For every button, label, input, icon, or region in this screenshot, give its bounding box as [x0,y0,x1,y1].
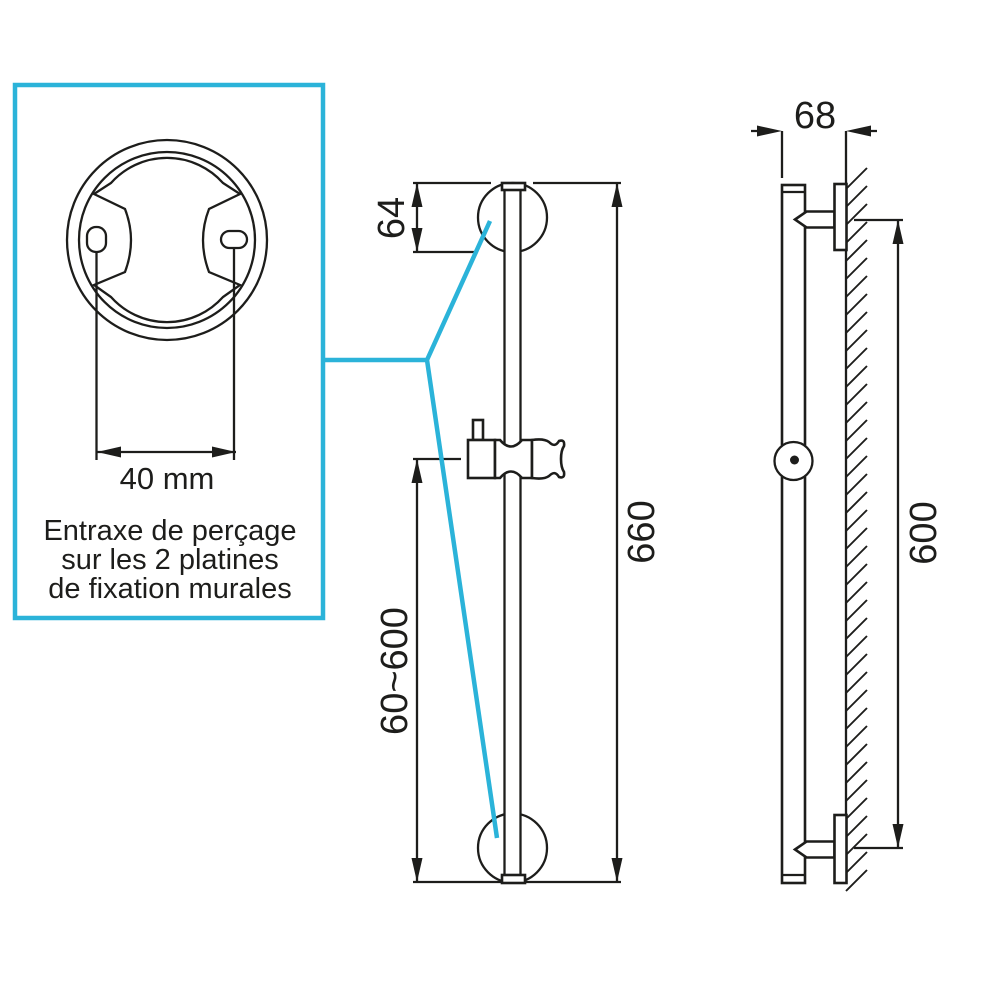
plate-outer-circle [65,138,269,342]
holder-lock-lever [471,418,485,442]
arrow-right-icon [757,125,782,137]
holder-saddle [493,438,534,480]
hole-spacing-dimension: 40 mm [95,249,236,496]
arrow-down-icon [611,858,623,882]
dim-64-value: 64 [371,197,413,239]
dimension-64: 64 [371,183,423,252]
callout-leader-lines [323,220,500,839]
holder-slider-block [466,438,497,480]
arrow-up-icon [892,220,904,244]
holder-cone [530,438,566,480]
rail-bar-side [780,183,807,885]
dim-660-value: 660 [621,500,663,563]
arrow-down-icon [411,228,423,252]
handset-holder [466,418,566,480]
caption-line-3: de fixation murales [48,573,291,605]
rail-profile [780,183,807,885]
hole-spacing-value: 40 mm [120,461,215,496]
dim-68-lines [751,129,877,178]
arrow-up-icon [611,183,623,207]
dimension-60-600: 60~600 [374,459,423,882]
wall-brackets [792,182,848,885]
slider-knob-side [773,440,814,482]
rail-bar-front [500,181,527,885]
dimension-68: 68 [751,95,877,178]
rail-bottom-cap [500,873,527,885]
hole-leader-lines [95,249,236,460]
dim-600-value: 600 [903,501,945,564]
caption-line-1: Entraxe de perçage [43,515,296,547]
plate-inner-ring [77,150,257,330]
arrow-right-icon [212,446,236,458]
arrow-left-icon [846,125,871,137]
wall-section [844,131,868,892]
top-bracket-arm [792,210,836,229]
wall-hatching [845,167,868,892]
arrow-up-icon [411,459,423,483]
rail-cap-lines [782,190,805,877]
bottom-bracket-arm [792,840,836,859]
rail-top-cap [500,181,527,192]
rail-body-mask [504,186,521,880]
leader-path [323,220,500,839]
callout-caption: Entraxe de perçage sur les 2 platines de… [43,515,296,605]
detail-callout-box: 40 mm Entraxe de perçage sur les 2 plati… [12,82,326,621]
dim-68-value: 68 [794,95,836,137]
callout-box-border [12,82,326,621]
rail-edges [503,189,522,875]
top-wall-plate [833,182,848,252]
knob-center-dot [790,455,799,465]
right-screw-slot [219,229,249,250]
caption-line-2: sur les 2 platines [61,544,279,576]
dimension-600: 600 [854,218,945,850]
arrow-down-icon [411,858,423,882]
plate-body-outline [91,156,243,324]
front-view-extension-lines [413,181,621,884]
bottom-wall-plate [833,813,848,885]
dim-600-ticks [854,218,903,850]
arrow-left-icon [97,446,121,458]
shower-rail-front-view: 64 660 60~600 [371,181,663,885]
dimension-660: 660 [611,183,663,882]
shower-rail-side-view: 68 600 [751,95,945,892]
arrow-up-icon [411,183,423,207]
arrow-down-icon [892,824,904,848]
mounting-plate-top-view [65,138,269,342]
dim-60-600-value: 60~600 [374,607,416,735]
